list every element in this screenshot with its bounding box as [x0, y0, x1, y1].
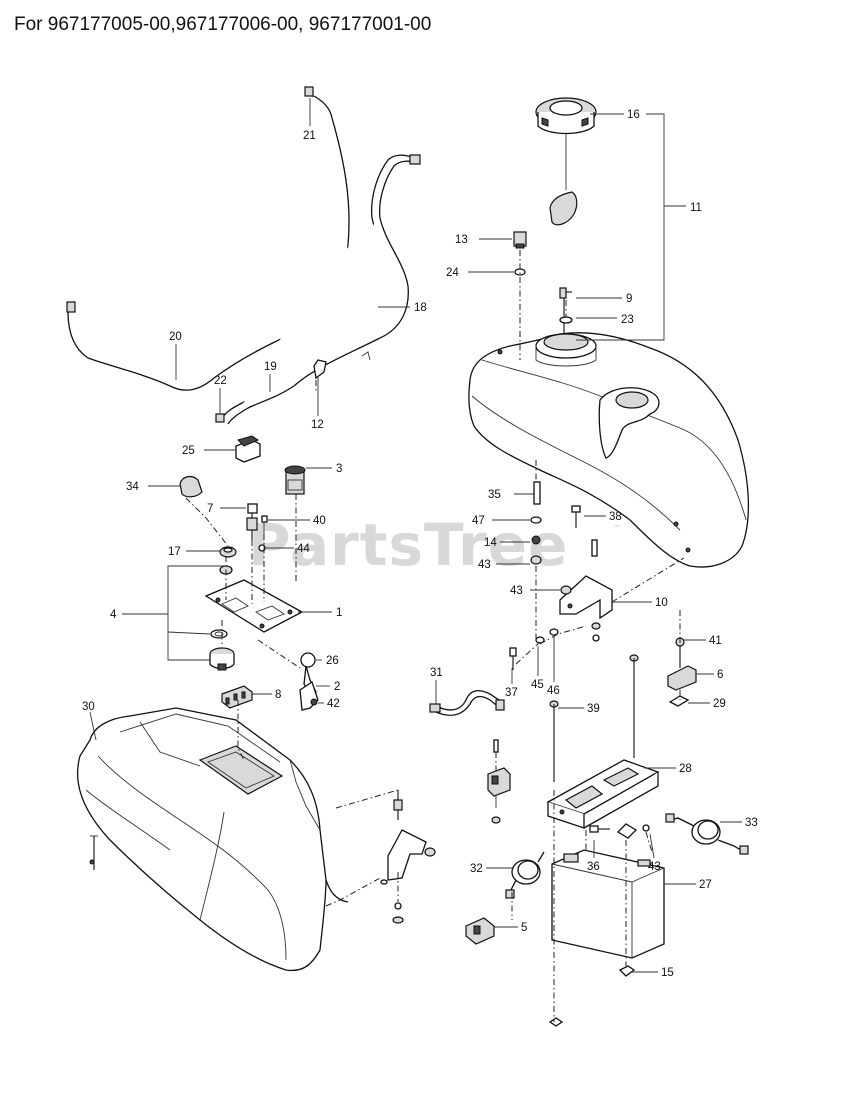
callout-27[interactable]: 27 [699, 879, 712, 891]
callout-19[interactable]: 19 [264, 361, 277, 373]
fuel-tank[interactable] [468, 332, 750, 568]
callout-43-a[interactable]: 43 [478, 559, 491, 571]
vent-13[interactable] [513, 231, 527, 249]
callout-42[interactable]: 42 [327, 698, 340, 710]
callout-32[interactable]: 32 [470, 863, 483, 875]
washer-46[interactable] [549, 628, 559, 636]
switch-5[interactable] [465, 917, 495, 945]
bolt-39[interactable] [549, 700, 559, 782]
washer-24[interactable] [514, 268, 526, 276]
switch-body-4[interactable] [209, 647, 235, 671]
callout-39[interactable]: 39 [587, 703, 600, 715]
rod-28[interactable] [629, 654, 639, 758]
callout-9[interactable]: 9 [626, 293, 632, 305]
callout-21[interactable]: 21 [303, 130, 316, 142]
hose-18-19-22[interactable] [215, 154, 421, 425]
callout-17[interactable]: 17 [168, 546, 181, 558]
callout-1[interactable]: 1 [336, 607, 342, 619]
callout-47[interactable]: 47 [472, 515, 485, 527]
knob-34[interactable] [179, 475, 203, 498]
callout-38[interactable]: 38 [609, 511, 622, 523]
callout-40[interactable]: 40 [313, 515, 326, 527]
nut-29[interactable] [668, 695, 690, 707]
bracket-console[interactable] [380, 790, 436, 924]
callout-43-b[interactable]: 43 [510, 585, 523, 597]
connector-8[interactable] [221, 685, 253, 709]
screw-37[interactable] [509, 647, 517, 670]
callout-46[interactable]: 46 [547, 685, 560, 697]
callout-22[interactable]: 22 [214, 375, 227, 387]
switch-7[interactable] [246, 503, 258, 540]
callout-10[interactable]: 10 [655, 597, 668, 609]
callout-15[interactable]: 15 [661, 967, 674, 979]
callout-36[interactable]: 36 [587, 861, 600, 873]
callout-24[interactable]: 24 [446, 267, 459, 279]
control-plate-1[interactable] [204, 579, 304, 633]
callout-13[interactable]: 13 [455, 234, 468, 246]
callout-37[interactable]: 37 [505, 687, 518, 699]
callout-45[interactable]: 45 [531, 679, 544, 691]
fuel-cap[interactable] [535, 97, 597, 190]
callout-31[interactable]: 31 [430, 667, 443, 679]
watermark: PartsTree [248, 511, 568, 579]
callout-34[interactable]: 34 [126, 481, 139, 493]
callout-14[interactable]: 14 [484, 537, 497, 549]
nut-bracket[interactable] [591, 622, 601, 642]
ignition-switch-3[interactable] [284, 465, 306, 495]
battery-27[interactable] [551, 849, 665, 959]
callout-2[interactable]: 2 [334, 681, 340, 693]
callout-29[interactable]: 29 [713, 698, 726, 710]
washer-47[interactable] [530, 516, 542, 524]
stud-35[interactable] [533, 481, 541, 505]
callout-3[interactable]: 3 [336, 463, 342, 475]
cable-32[interactable] [505, 851, 545, 899]
callout-20[interactable]: 20 [169, 331, 182, 343]
callout-28[interactable]: 28 [679, 763, 692, 775]
knob-25[interactable] [235, 435, 261, 463]
callout-18[interactable]: 18 [414, 302, 427, 314]
callout-30[interactable]: 30 [82, 701, 95, 713]
solenoid-group[interactable] [487, 739, 511, 824]
callout-5[interactable]: 5 [521, 922, 527, 934]
nut-14[interactable] [531, 535, 541, 545]
battery-tray-28[interactable] [546, 759, 660, 829]
hood-console-30[interactable] [76, 707, 349, 972]
callout-25[interactable]: 25 [182, 445, 195, 457]
screw-36[interactable] [589, 825, 610, 833]
nut-17[interactable] [219, 546, 237, 558]
washer-45[interactable] [535, 636, 545, 644]
screw-38[interactable] [571, 505, 581, 528]
callout-4[interactable]: 4 [110, 609, 117, 621]
screw-40[interactable] [261, 515, 268, 534]
callout-6[interactable]: 6 [717, 669, 723, 681]
nut-bottom[interactable] [548, 1017, 564, 1027]
watermark-tm: ™ [612, 524, 622, 535]
page-title: For 967177005-00,967177006-00, 967177001… [14, 14, 432, 35]
callout-43-c[interactable]: 43 [648, 861, 661, 873]
screw-42[interactable] [310, 698, 318, 706]
relay-6[interactable] [667, 637, 697, 691]
hose-20-21[interactable] [66, 86, 350, 391]
washer-ring[interactable] [210, 629, 228, 639]
cap-tether[interactable] [549, 191, 578, 226]
callout-7[interactable]: 7 [207, 503, 213, 515]
cable-33[interactable] [665, 813, 749, 855]
callout-8[interactable]: 8 [275, 689, 281, 701]
callout-16[interactable]: 16 [627, 109, 640, 121]
callout-44[interactable]: 44 [297, 543, 310, 555]
callout-33[interactable]: 33 [745, 817, 758, 829]
nut-15[interactable] [618, 965, 636, 977]
callout-23[interactable]: 23 [621, 314, 634, 326]
callout-35[interactable]: 35 [488, 489, 501, 501]
terminal-43[interactable] [616, 823, 650, 839]
nut-43-a[interactable] [530, 555, 542, 565]
callout-26[interactable]: 26 [326, 655, 339, 667]
bracket-10[interactable] [559, 575, 613, 620]
callout-11[interactable]: 11 [690, 202, 702, 214]
callout-12[interactable]: 12 [311, 419, 324, 431]
callout-41[interactable]: 41 [709, 635, 722, 647]
cable-31[interactable] [429, 689, 505, 716]
pin-right[interactable] [591, 539, 598, 557]
